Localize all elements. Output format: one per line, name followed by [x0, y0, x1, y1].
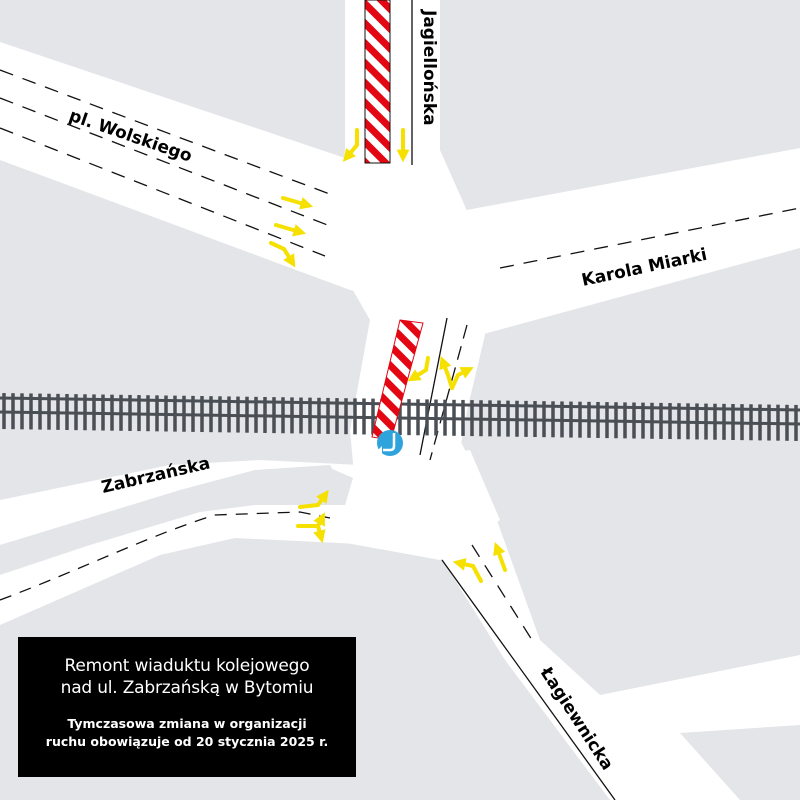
arrow-zabrzanska-left-icon — [298, 489, 329, 509]
traffic-island — [0, 468, 353, 575]
arrow-viaduct-turn-right-icon — [450, 367, 474, 390]
railway-track — [0, 393, 800, 441]
street-label-jagiellonska: Jagiellońska — [419, 9, 439, 126]
arrow-wolskiego-straight-2-icon — [274, 223, 307, 237]
info-title-line1: Remont wiaduktu kolejowego — [64, 656, 310, 676]
arrow-lagiewnicka-straight-icon — [493, 541, 507, 572]
arrow-jagiellonska-turn-right-icon — [342, 128, 359, 162]
arrow-wolskiego-turn-right-icon — [269, 241, 296, 268]
info-subtitle-line1: Tymczasowa zmiana w organizacji — [67, 716, 307, 731]
info-subtitle-line2: ruchu obowiązuje od 20 stycznia 2025 r. — [45, 734, 329, 749]
info-box: Remont wiaduktu kolejowego nad ul. Zabrz… — [18, 637, 356, 777]
info-subtitle: Tymczasowa zmiana w organizacji ruchu ob… — [18, 715, 356, 751]
arrow-viaduct-straight-left-icon — [439, 356, 454, 390]
arrow-lagiewnicka-turn-left-icon — [452, 558, 483, 583]
info-title: Remont wiaduktu kolejowego nad ul. Zabrz… — [18, 655, 356, 699]
lane-arrows — [269, 128, 507, 583]
arrow-viaduct-turn-left-icon — [407, 356, 430, 382]
road-zabrzanska-lower — [0, 470, 380, 625]
road-zabrzanska-upper — [0, 445, 380, 545]
road-karola-miarki — [440, 148, 800, 335]
road-lagiewnicka — [430, 515, 800, 800]
mandatory-direction-sign-icon — [377, 430, 403, 456]
closure-jagiellonska — [364, 0, 391, 164]
arrow-wolskiego-straight-1-icon — [281, 196, 314, 210]
info-title-line2: nad ul. Zabrzańską w Bytomiu — [60, 678, 314, 698]
